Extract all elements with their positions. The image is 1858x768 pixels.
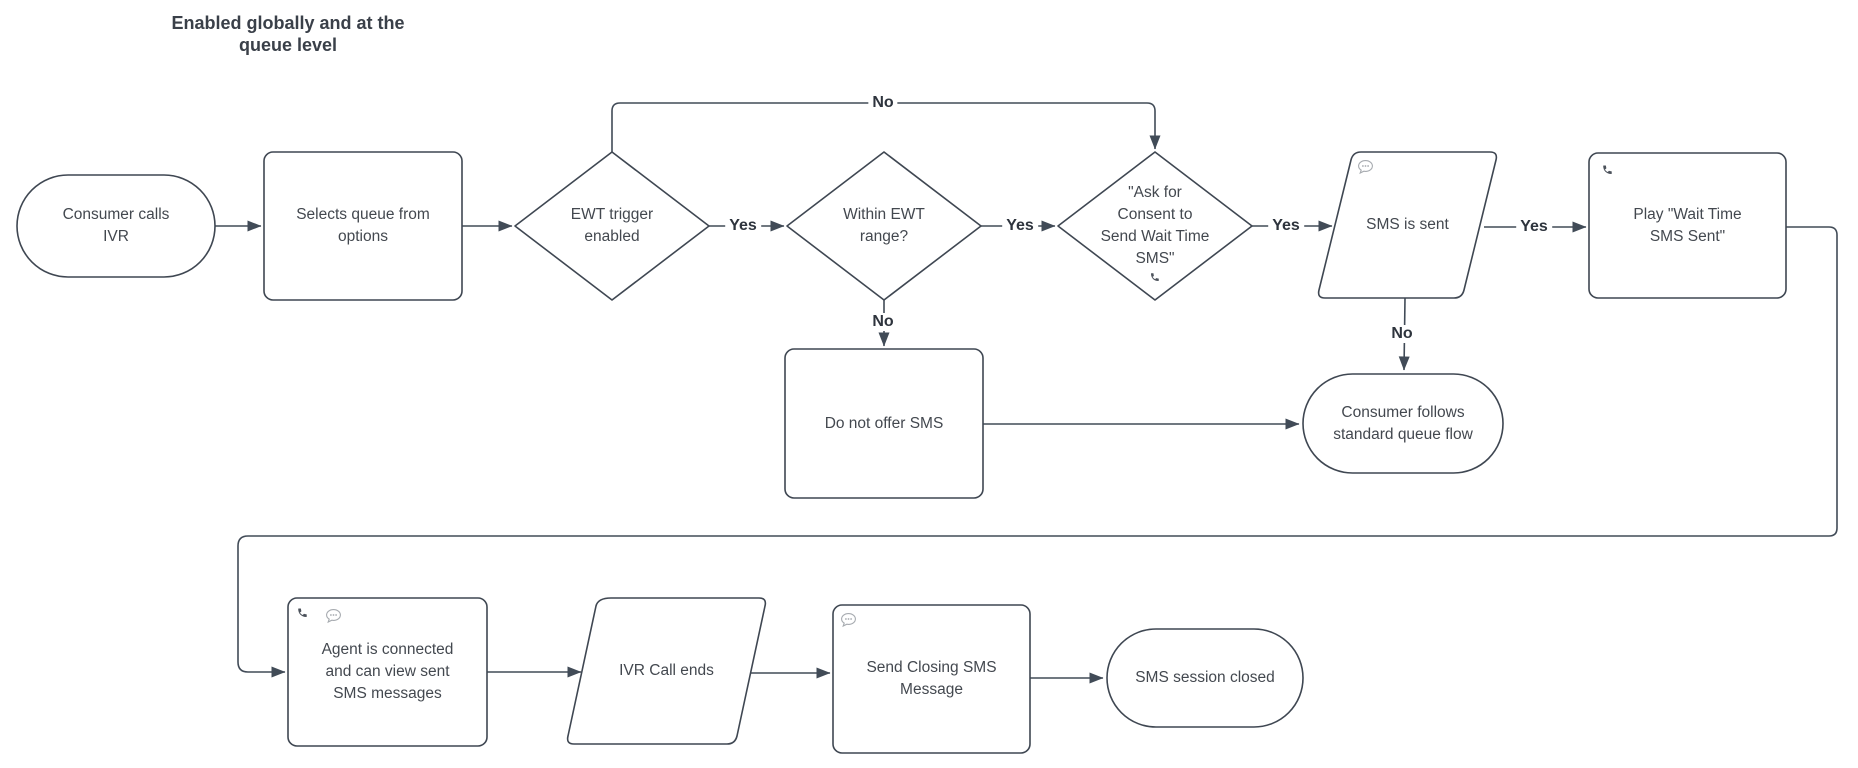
sms-session-closed-shape bbox=[1106, 628, 1304, 728]
edge-label-yes: Yes bbox=[1516, 218, 1552, 236]
speech-bubble-icon bbox=[326, 609, 341, 624]
consumer-calls-ivr-shape bbox=[16, 174, 216, 278]
diagram-title: Enabled globally and at the queue level bbox=[171, 13, 405, 55]
send-closing-sms-shape bbox=[832, 604, 1031, 754]
edge-label-no: No bbox=[868, 94, 898, 112]
edge-label-yes: Yes bbox=[1002, 217, 1038, 235]
edge-label-no: No bbox=[1387, 325, 1417, 343]
edge-play-to-agent bbox=[237, 226, 1838, 678]
ivr-call-ends-shape bbox=[566, 597, 767, 745]
standard-queue-flow-shape bbox=[1302, 373, 1504, 474]
edge-label-no: No bbox=[868, 313, 898, 331]
do-not-offer-sms-shape bbox=[784, 348, 984, 499]
ask-for-consent-shape bbox=[1057, 151, 1253, 301]
phone-icon bbox=[1603, 165, 1612, 174]
speech-bubble-icon bbox=[841, 613, 856, 628]
within-ewt-range-shape bbox=[786, 151, 982, 301]
selects-queue-shape bbox=[263, 151, 463, 301]
sms-is-sent-shape bbox=[1317, 151, 1498, 299]
play-wait-time-shape bbox=[1588, 152, 1787, 299]
edge-label-yes: Yes bbox=[725, 217, 761, 235]
phone-icon bbox=[298, 608, 307, 617]
speech-bubble-icon bbox=[1358, 160, 1373, 175]
phone-icon bbox=[1151, 273, 1159, 281]
ewt-trigger-shape bbox=[514, 151, 710, 301]
edge-label-yes: Yes bbox=[1268, 217, 1304, 235]
agent-connected-shape bbox=[287, 597, 488, 747]
